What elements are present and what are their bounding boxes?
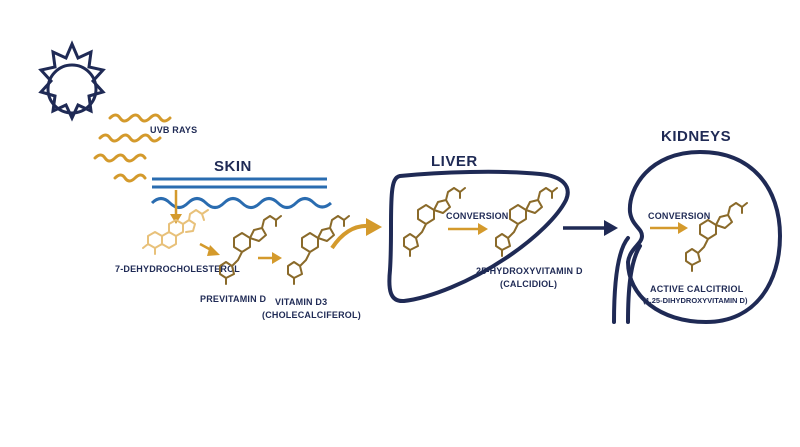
arrow-icon [448,223,488,235]
kidney-conversion-label: CONVERSION [648,211,711,221]
uvb-rays-icon [93,113,172,183]
sun-icon [38,40,106,122]
cholecalciferol-label: (CHOLECALCIFEROL) [262,310,361,320]
arrow-icon [199,242,220,256]
arrow-icon [650,222,688,234]
molecule-icon [287,215,350,285]
liver-heading: LIVER [431,153,478,170]
uvb-rays-label: UVB RAYS [150,125,197,135]
kidney-ureter [612,236,642,324]
hydroxyvitamin-label: 25-HYDROXYVITAMIN D [476,266,583,276]
arrow-icon [330,218,382,250]
vitamin-d3-label: VITAMIN D3 [275,297,327,307]
arrow-icon [563,220,618,236]
liver-conversion-label: CONVERSION [446,211,509,221]
active-calcitriol-label: ACTIVE CALCITRIOL [650,284,744,294]
calcidiol-label: (CALCIDIOL) [500,279,557,289]
dehydrocholesterol-label: 7-DEHYDROCHOLESTEROL [115,264,240,274]
skin-layer-icon [150,177,332,209]
kidneys-heading: KIDNEYS [661,128,731,145]
liver-icon [387,169,570,304]
dihydroxyvitamin-label: (1,25-DIHYDROXYVITAMIN D) [643,296,748,305]
skin-heading: SKIN [214,158,252,175]
arrow-icon [258,252,282,264]
previtamin-d-label: PREVITAMIN D [200,294,267,304]
